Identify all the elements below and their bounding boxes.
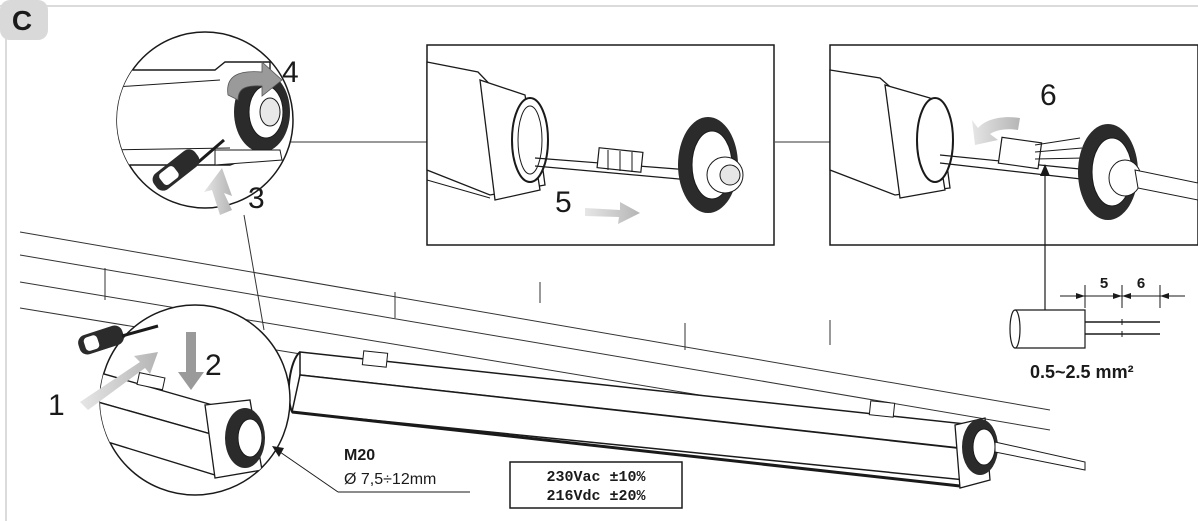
strip-length-inner: 6	[1137, 275, 1145, 292]
step-1-label: 1	[48, 389, 65, 422]
wire-strip-detail: 5 6 0.5~2.5 mm²	[1009, 275, 1185, 382]
supply-dc: 216Vdc ±20%	[546, 488, 646, 505]
gland-diameter: Ø 7,5÷12mm	[344, 471, 436, 488]
supply-ac: 230Vac ±10%	[546, 469, 646, 486]
step-5-label: 5	[555, 186, 572, 219]
gland-thread: M20	[344, 447, 375, 464]
step-3-label: 3	[248, 182, 265, 215]
inset-step-6: 6	[829, 44, 1198, 320]
luminaire-main	[287, 350, 1086, 489]
screwdriver-tool	[78, 324, 159, 355]
detail-circle-top: 4 3	[116, 31, 299, 215]
step-4-label: 4	[282, 56, 299, 89]
detail-circle-bottom: 2 1	[48, 304, 291, 496]
strip-length-outer: 5	[1100, 275, 1108, 292]
step-6-label: 6	[1040, 79, 1057, 112]
gland-annotation: M20 Ø 7,5÷12mm	[272, 446, 470, 493]
section-badge: C	[0, 0, 48, 40]
supply-box: 230Vac ±10% 216Vdc ±20%	[509, 461, 683, 509]
step-2-label: 2	[205, 349, 222, 382]
inset-connectors	[243, 141, 830, 331]
page-frame	[0, 5, 1198, 521]
section-letter: C	[12, 5, 32, 36]
inset-step-5: 5	[426, 44, 775, 246]
wire-cross-section: 0.5~2.5 mm²	[1030, 362, 1134, 382]
